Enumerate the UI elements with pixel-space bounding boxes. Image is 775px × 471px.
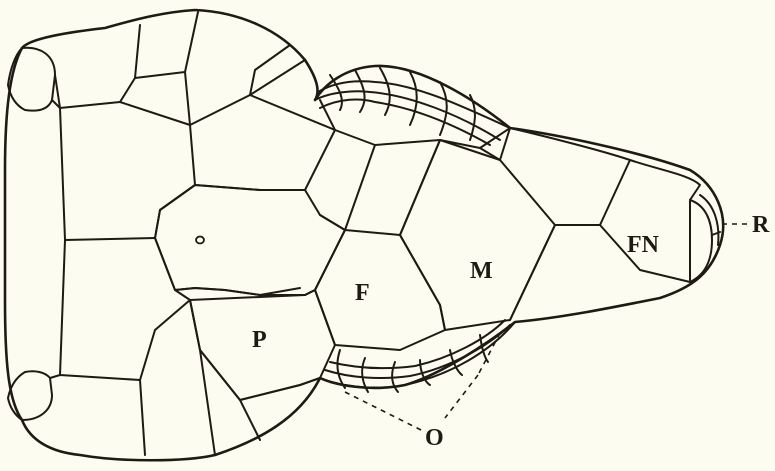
mesial-scale: [400, 140, 555, 330]
frontal-scale: [315, 230, 445, 350]
head-outline: [5, 10, 723, 460]
parietal-eye-pore: [196, 237, 204, 244]
label-ocular: O: [425, 425, 444, 451]
label-frontal: F: [355, 280, 370, 306]
label-mesial: M: [470, 258, 493, 284]
left-cap-top: [8, 48, 55, 111]
upper-rear-scales: [120, 45, 335, 238]
ocular-leader-1: [345, 392, 425, 432]
label-parietal: P: [252, 327, 267, 353]
left-cap-bottom: [8, 371, 52, 420]
interparietal-scale: [155, 185, 345, 295]
nasal-scales: [500, 128, 700, 320]
rostral-scales: [690, 195, 720, 282]
label-frontonasal: FN: [627, 232, 660, 258]
upper-middle-scales: [320, 128, 510, 235]
ocular-leader-2: [445, 375, 478, 418]
lower-ocular-scales: [320, 320, 515, 392]
label-rostral: R: [752, 212, 770, 238]
neck-lines: [50, 12, 198, 380]
